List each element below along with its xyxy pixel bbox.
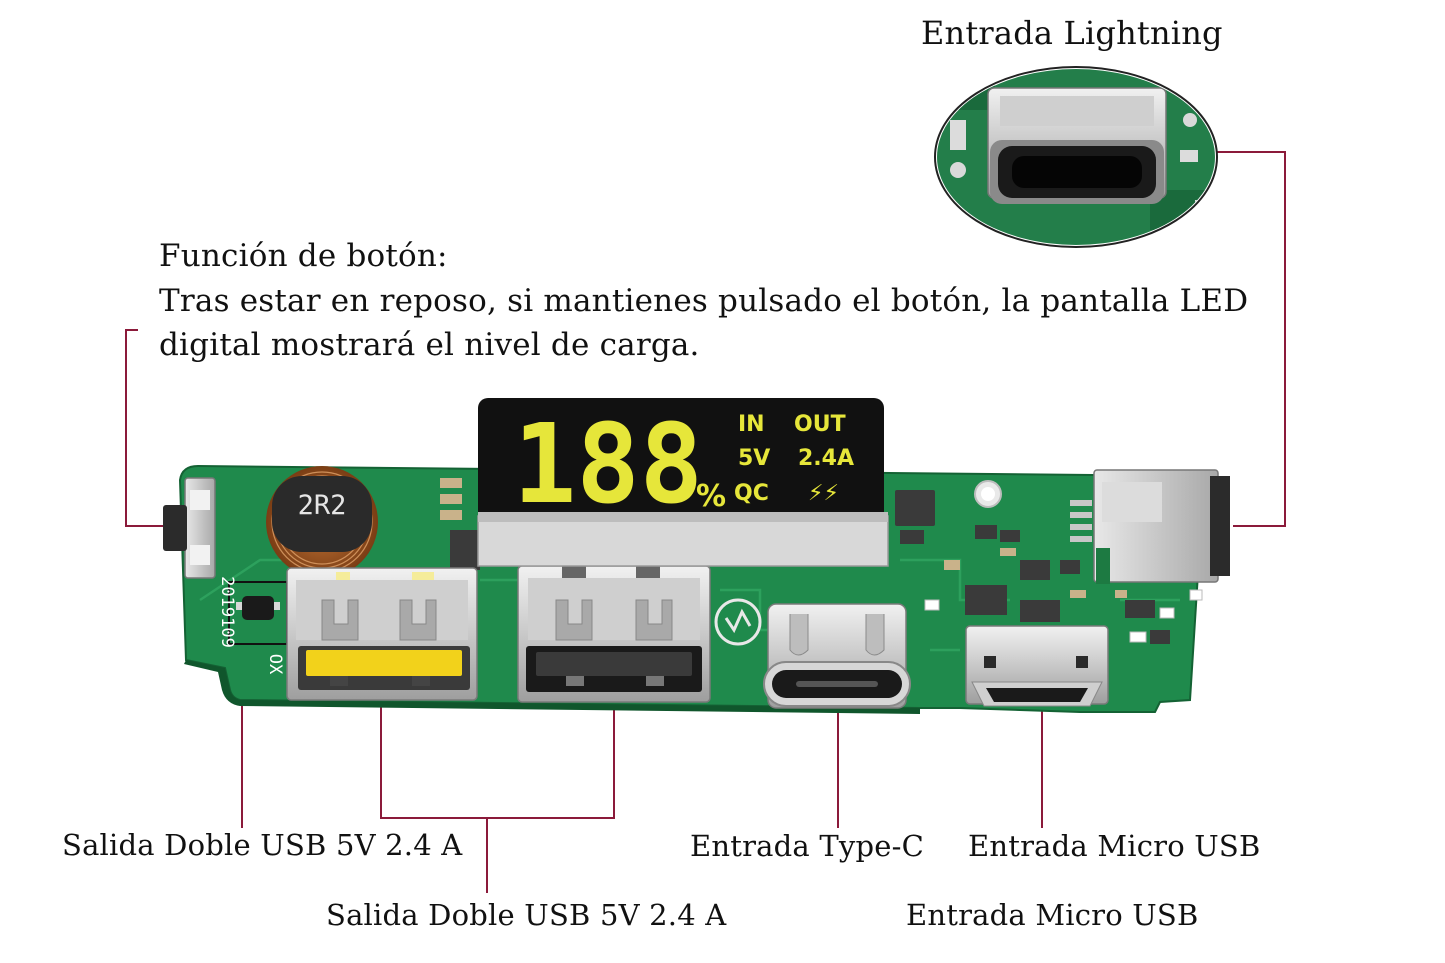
button-function-line1: Tras estar en reposo, si mantienes pulsa… xyxy=(159,283,1249,319)
display-digits: 188 xyxy=(513,400,703,528)
inductor: 2R2 xyxy=(266,466,378,578)
silk-date-code: 2019109 xyxy=(217,576,237,648)
lightning-side-connector xyxy=(1070,469,1230,584)
button-function-title: Función de botón: xyxy=(159,238,448,274)
display-5v: 5V xyxy=(738,446,770,471)
side-button xyxy=(163,477,216,579)
label-micro-usb-input-2: Entrada Micro USB xyxy=(906,898,1199,932)
usb-a-port-yellow xyxy=(286,567,478,701)
lightning-inset xyxy=(934,66,1218,248)
label-usb-output-2: Salida Doble USB 5V 2.4 A xyxy=(326,898,727,932)
label-micro-usb-input-1: Entrada Micro USB xyxy=(968,829,1261,863)
callout-usb-pair xyxy=(380,694,615,819)
usb-type-c-port xyxy=(763,603,911,709)
display-out: OUT xyxy=(794,412,846,437)
pcb-board: 2R2 2019109 OX xyxy=(163,464,1230,714)
label-lightning-input: Entrada Lightning xyxy=(921,14,1223,52)
micro-usb-port xyxy=(965,625,1109,707)
button-function-line2: digital mostrará el nivel de carga. xyxy=(159,327,700,363)
label-type-c-input: Entrada Type-C xyxy=(690,829,924,863)
led-display xyxy=(477,398,889,567)
silk-logo xyxy=(714,598,762,646)
display-bolt-icon: ⚡⚡ xyxy=(808,481,839,506)
inductor-marking: 2R2 xyxy=(298,490,347,521)
display-percent: % xyxy=(696,479,726,514)
callout-lightning xyxy=(1212,151,1286,527)
callout-button xyxy=(125,329,165,527)
display-2-4a: 2.4A xyxy=(798,446,854,471)
silk-ox: OX xyxy=(265,654,285,675)
display-in: IN xyxy=(738,412,765,437)
label-usb-output-1: Salida Doble USB 5V 2.4 A xyxy=(62,828,463,862)
usb-a-port-black xyxy=(517,565,711,703)
display-qc: QC xyxy=(734,481,769,506)
small-ic xyxy=(228,581,288,645)
